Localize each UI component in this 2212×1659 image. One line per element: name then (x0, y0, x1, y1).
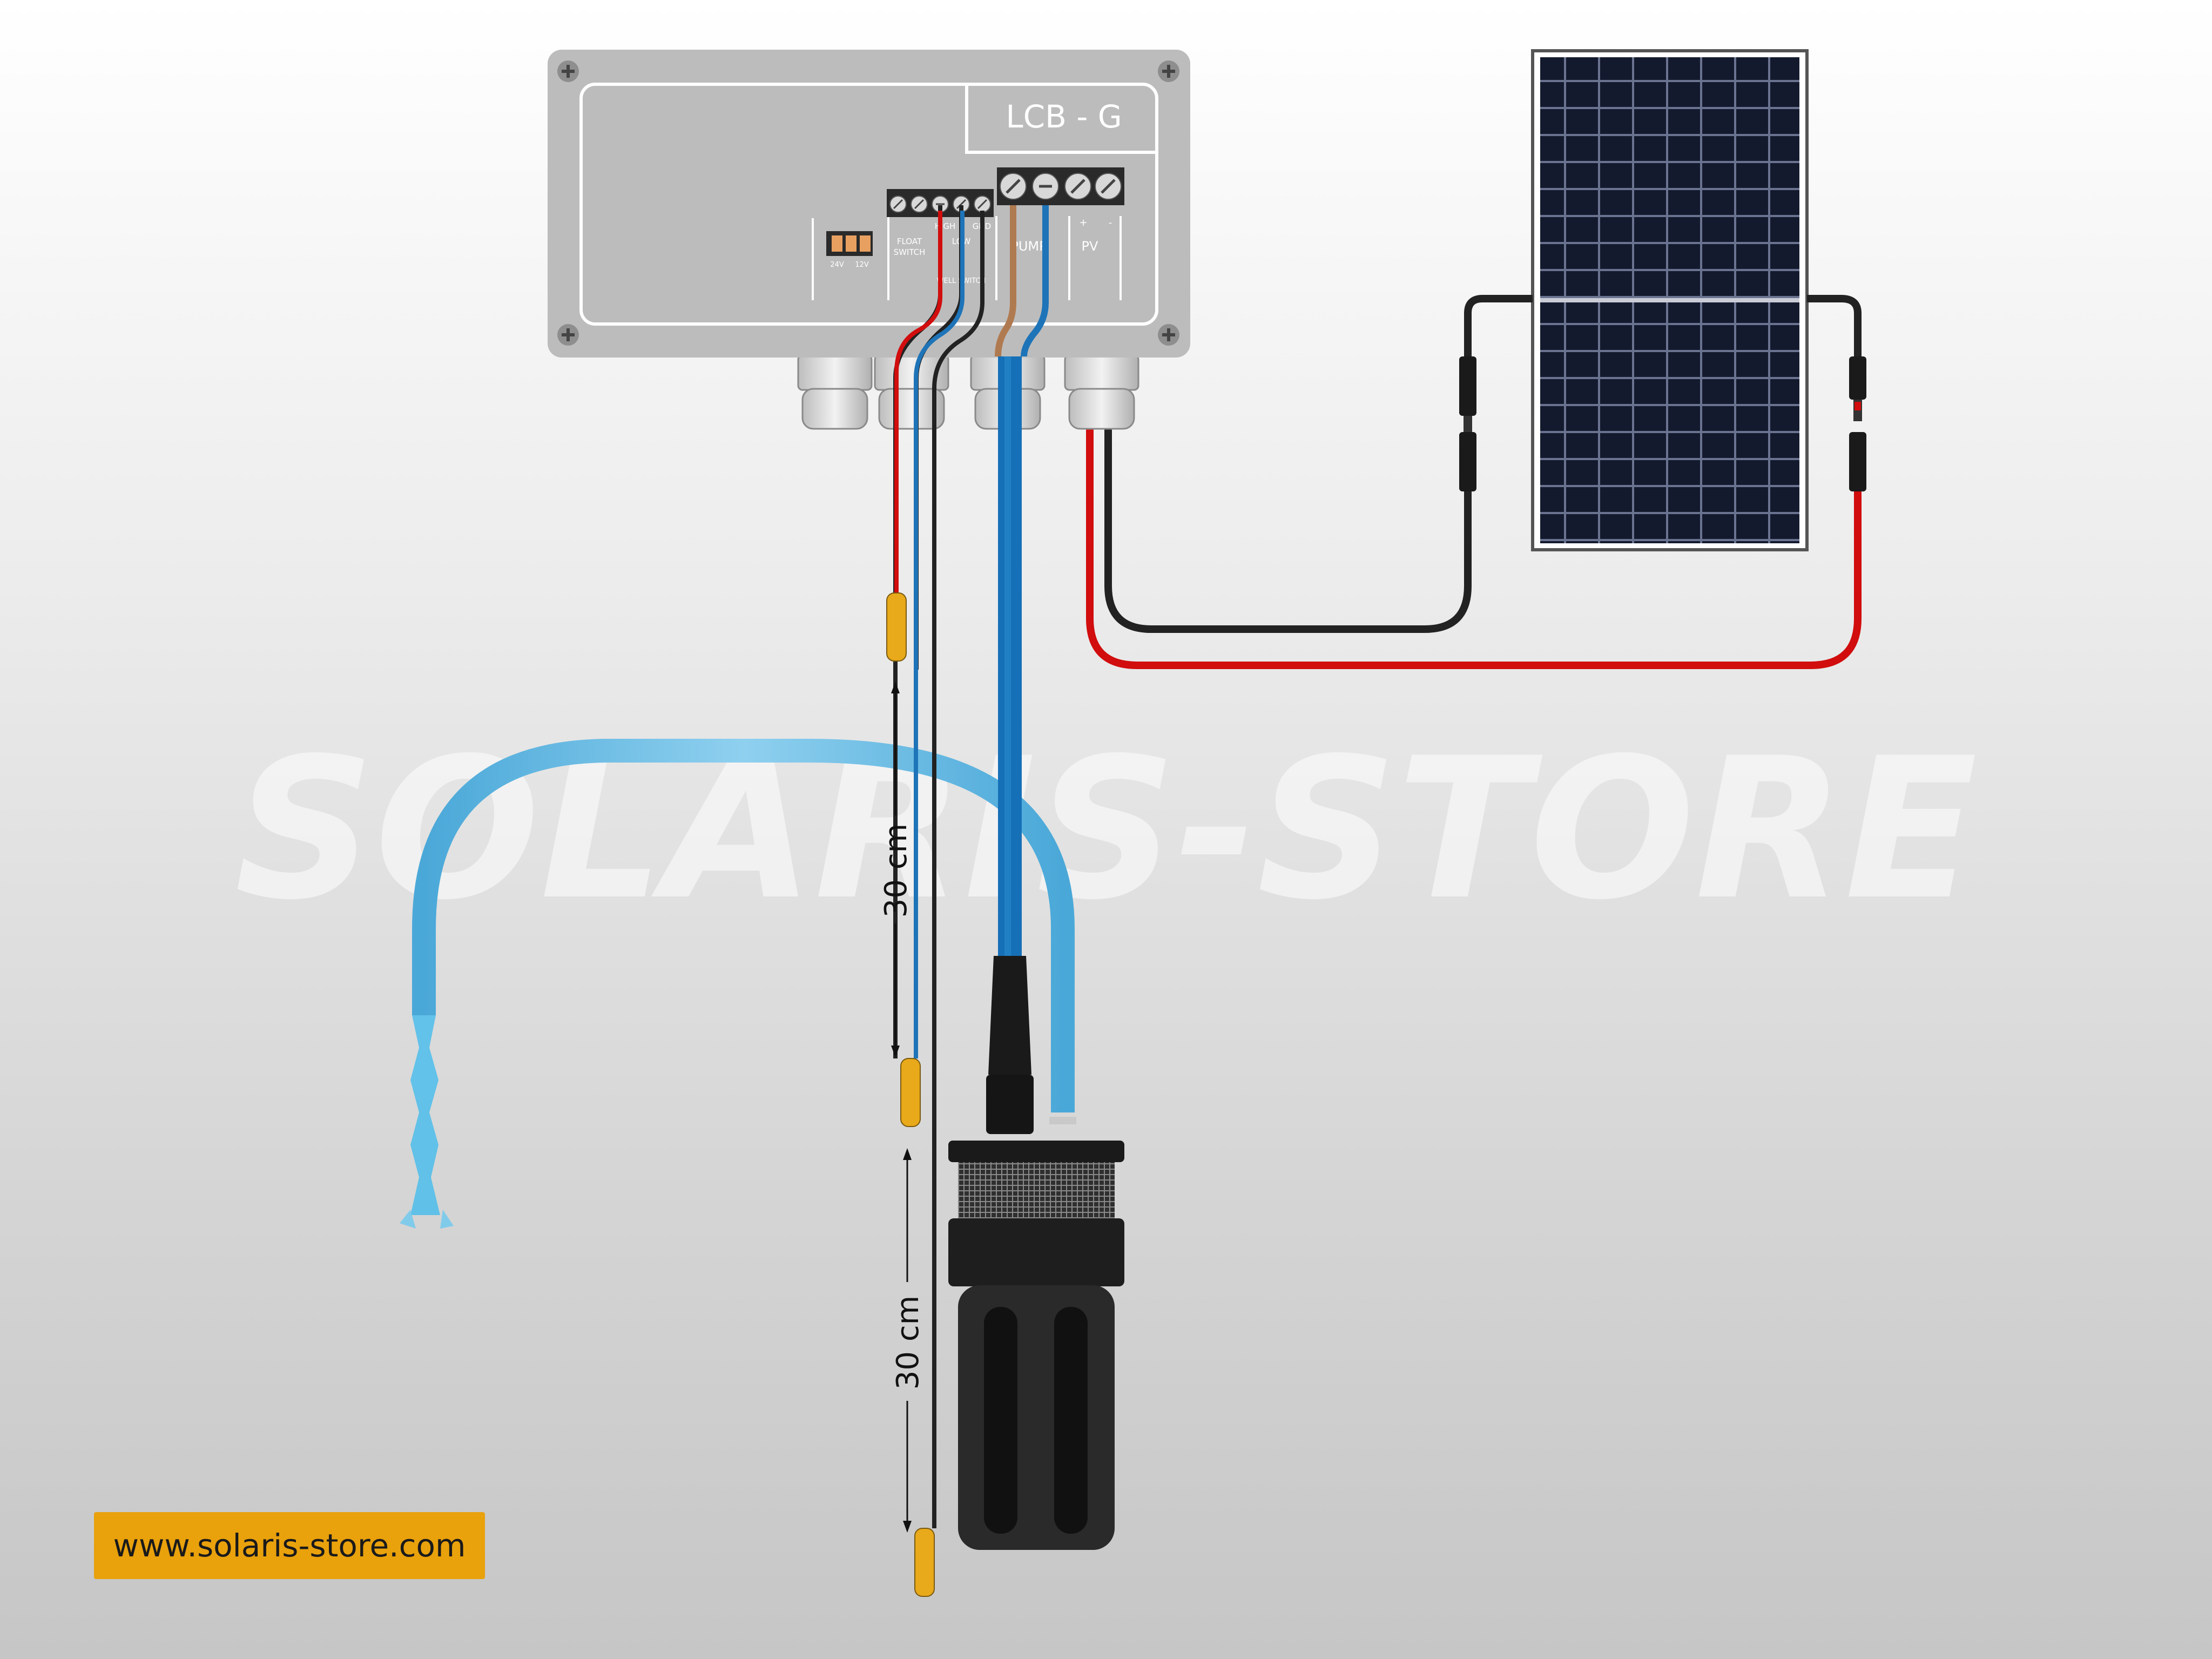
water-stream (410, 1015, 440, 1215)
controller-model-label: LCB - G (1006, 98, 1122, 135)
dip-switch-12v-label: 12V (855, 261, 869, 269)
power-terminal-block (997, 167, 1124, 205)
pv-terminal-label: PV (1082, 239, 1098, 254)
screw-icon (557, 60, 579, 82)
cable-glands (797, 354, 1139, 430)
float-sensor-top (886, 592, 907, 662)
terminal-pv-plus-label: + (1079, 217, 1087, 228)
dimension-lower: 30 cm (891, 1148, 926, 1533)
solar-panel (1531, 49, 1809, 551)
dip-switch-24v-label: 24V (830, 261, 844, 269)
screw-icon (557, 324, 579, 346)
dimension-lower-label: 30 cm (891, 1296, 926, 1390)
submersible-pump (948, 956, 1124, 1550)
website-badge[interactable]: www.solaris-store.com (94, 1512, 485, 1579)
mc4-connector-right (1849, 356, 1866, 491)
dimension-upper: 30 cm (879, 682, 914, 1057)
screw-icon (1158, 60, 1179, 82)
float-wires (893, 205, 984, 1528)
float-sensor-bottom (914, 1528, 935, 1597)
water-hose (400, 739, 1076, 1229)
pv-cables (1086, 194, 1866, 669)
dimension-upper-label: 30 cm (879, 824, 914, 918)
float-sensor-middle (900, 1058, 921, 1127)
terminal-pv-minus-label: - (1109, 217, 1112, 228)
dip-switch: 24V 12V (826, 231, 873, 269)
pump-terminal-label: PUMP (1010, 239, 1047, 254)
mc4-connector-left (1459, 356, 1476, 491)
screw-icon (1158, 324, 1179, 346)
pump-wires (995, 205, 1049, 357)
watermark: SOLARIS-STORE (234, 716, 1977, 942)
terminal-high-label: HIGH (935, 221, 956, 231)
